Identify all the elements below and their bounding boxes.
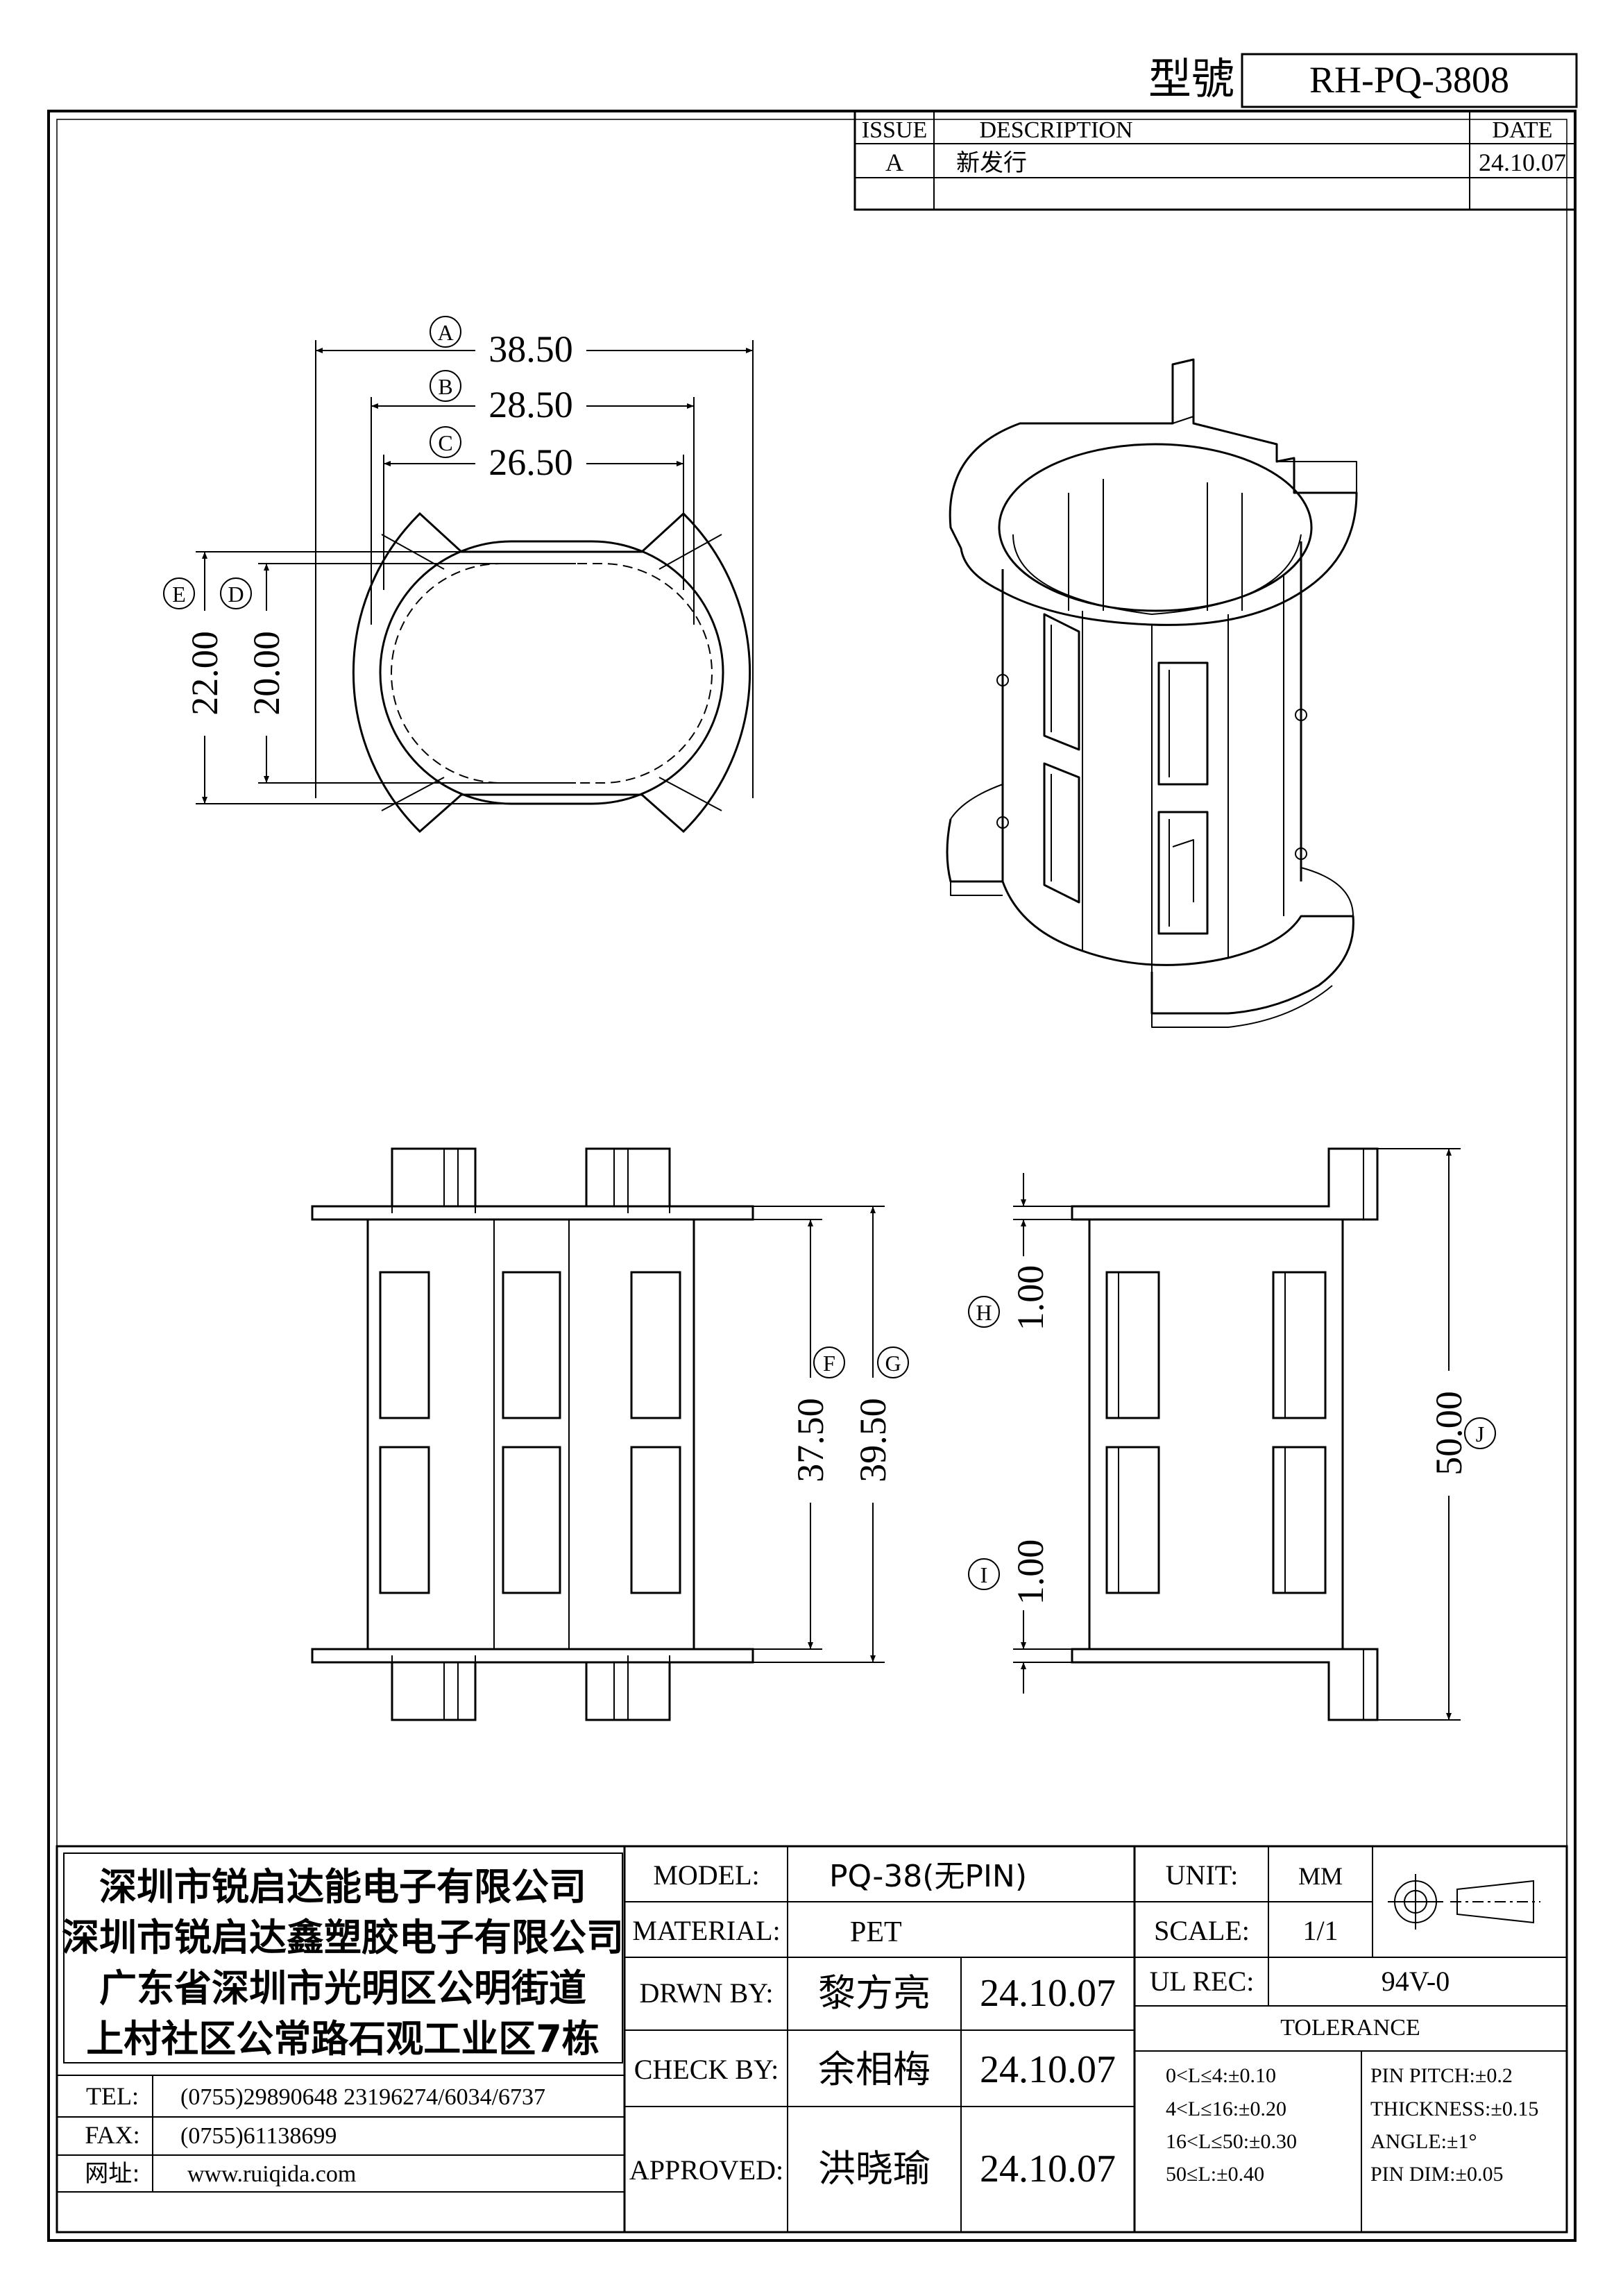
dim-B-value: 28.50 bbox=[488, 384, 573, 425]
tolerance-right-2: THICKNESS:±0.15 bbox=[1370, 2097, 1538, 2120]
approved-date: 24.10.07 bbox=[980, 2147, 1116, 2191]
scale-label: SCALE: bbox=[1154, 1915, 1250, 1946]
dim-F-value: 37.50 bbox=[790, 1398, 831, 1483]
drawn-label: DRWN BY: bbox=[639, 1977, 773, 2009]
check-name: 余相梅 bbox=[818, 2048, 931, 2091]
dim-D-label: D bbox=[228, 582, 244, 607]
iso-view bbox=[946, 358, 1358, 1028]
dim-B-label: B bbox=[438, 374, 452, 399]
projection-symbol-icon bbox=[1388, 1874, 1540, 1930]
unit-value: MM bbox=[1298, 1862, 1343, 1890]
dim-F-label: F bbox=[823, 1351, 835, 1376]
model-header-label: 型號 bbox=[1148, 53, 1234, 104]
front-view bbox=[311, 1147, 754, 1721]
tolerance-right-3: ANGLE:±1° bbox=[1370, 2130, 1477, 2153]
company-line-4: 上村社区公常路石观工业区7栋 bbox=[86, 2017, 600, 2061]
dim-J-value: 50.00 bbox=[1428, 1391, 1470, 1476]
top-view-dimensions: 38.50 A 28.50 B 26.50 C 22.00 E 20.00 D bbox=[163, 316, 754, 804]
tolerance-right-4: PIN DIM:±0.05 bbox=[1370, 2163, 1503, 2186]
revision-header-issue: ISSUE bbox=[862, 117, 927, 143]
tolerance-left-4: 50≤L:±0.40 bbox=[1166, 2163, 1264, 2186]
side-view bbox=[1071, 1147, 1379, 1721]
title-block: 深圳市锐启达能电子有限公司 深圳市锐启达鑫塑胶电子有限公司 广东省深圳市光明区公… bbox=[56, 1845, 1568, 2234]
ul-label: UL REC: bbox=[1150, 1966, 1255, 1997]
tolerance-left-1: 0<L≤4:±0.10 bbox=[1166, 2064, 1276, 2087]
fax-value: (0755)61138699 bbox=[180, 2123, 337, 2149]
revision-issue: A bbox=[885, 149, 903, 176]
unit-label: UNIT: bbox=[1166, 1859, 1239, 1891]
model-header-value: RH-PQ-3808 bbox=[1309, 59, 1509, 101]
drawn-date: 24.10.07 bbox=[980, 1972, 1116, 2015]
dim-A-value: 38.50 bbox=[488, 328, 573, 370]
material-value: PET bbox=[850, 1916, 902, 1948]
sheet-border bbox=[47, 110, 1577, 2242]
top-view-tube-inner bbox=[391, 563, 713, 784]
dim-D-value: 20.00 bbox=[246, 631, 287, 716]
dim-A-label: A bbox=[437, 320, 453, 345]
company-line-3: 广东省深圳市光明区公明街道 bbox=[99, 1966, 586, 2010]
tolerance-left-3: 16<L≤50:±0.30 bbox=[1166, 2130, 1297, 2153]
side-view-dimensions: 1.00 H 1.00 I 50.00 J bbox=[968, 1148, 1496, 1721]
tel-label: TEL: bbox=[86, 2082, 139, 2110]
dim-J-label: J bbox=[1476, 1421, 1484, 1446]
model-value: PQ-38(无PIN) bbox=[829, 1859, 1027, 1894]
scale-value: 1/1 bbox=[1302, 1915, 1338, 1946]
tolerance-left-2: 4<L≤16:±0.20 bbox=[1166, 2097, 1286, 2120]
revision-table: ISSUE DESCRIPTION DATE A 新发行 24.10.07 bbox=[853, 110, 1577, 211]
approved-name: 洪晓瑜 bbox=[818, 2147, 931, 2191]
ul-value: 94V-0 bbox=[1382, 1966, 1450, 1997]
top-view-tube-outer bbox=[379, 540, 724, 805]
tel-value: (0755)29890648 23196274/6034/6737 bbox=[180, 2084, 545, 2110]
approved-label: APPROVED: bbox=[629, 2154, 783, 2186]
dim-I-label: I bbox=[980, 1562, 988, 1587]
revision-header-date: DATE bbox=[1493, 117, 1553, 143]
dim-I-value: 1.00 bbox=[1010, 1539, 1051, 1605]
material-label: MATERIAL: bbox=[632, 1915, 780, 1946]
dim-C-value: 26.50 bbox=[488, 441, 573, 483]
dim-G-value: 39.50 bbox=[852, 1398, 894, 1483]
check-date: 24.10.07 bbox=[980, 2048, 1116, 2091]
model-label: MODEL: bbox=[653, 1859, 759, 1891]
fax-label: FAX: bbox=[85, 2121, 139, 2149]
revision-date: 24.10.07 bbox=[1479, 149, 1566, 176]
dim-E-label: E bbox=[172, 582, 186, 607]
dim-E-value: 22.00 bbox=[184, 631, 226, 716]
revision-header-description: DESCRIPTION bbox=[979, 117, 1132, 143]
dim-C-label: C bbox=[438, 430, 452, 455]
dim-H-label: H bbox=[976, 1300, 992, 1325]
dim-G-label: G bbox=[885, 1351, 901, 1376]
drawn-name: 黎方亮 bbox=[818, 1971, 931, 2015]
dim-H-value: 1.00 bbox=[1010, 1265, 1051, 1331]
web-label: 网址: bbox=[85, 2160, 139, 2188]
company-line-1: 深圳市锐启达能电子有限公司 bbox=[99, 1865, 586, 1909]
front-view-dimensions: 37.50 F 39.50 G bbox=[694, 1206, 909, 1663]
revision-description: 新发行 bbox=[956, 149, 1027, 177]
tolerance-right-1: PIN PITCH:±0.2 bbox=[1370, 2064, 1513, 2087]
web-value: www.ruiqida.com bbox=[187, 2161, 356, 2187]
tolerance-title: TOLERANCE bbox=[1280, 2015, 1420, 2041]
top-view bbox=[352, 512, 751, 834]
check-label: CHECK BY: bbox=[634, 2054, 779, 2085]
company-line-2: 深圳市锐启达鑫塑胶电子有限公司 bbox=[62, 1916, 624, 1959]
top-view-flange bbox=[352, 512, 751, 834]
model-header: 型號 RH-PQ-3808 bbox=[1148, 53, 1578, 108]
